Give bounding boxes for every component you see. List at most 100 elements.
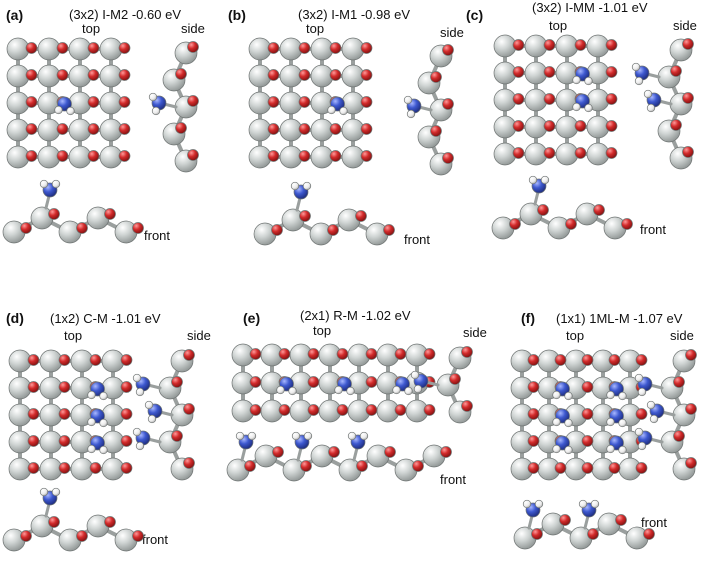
front-view-label: front <box>142 532 168 547</box>
oxygen-atom <box>527 435 540 447</box>
side-view <box>148 41 199 173</box>
metal-atom <box>310 37 334 61</box>
oxygen-atom <box>635 408 648 420</box>
oxygen-atom <box>120 462 133 474</box>
oxygen-atom <box>581 354 594 366</box>
oxygen-atom <box>682 146 694 158</box>
hydrogen-atom <box>87 444 96 454</box>
oxygen-atom <box>593 204 605 216</box>
hydrogen-atom <box>247 431 257 441</box>
oxygen-atom <box>605 147 618 159</box>
metal-atom <box>341 64 365 88</box>
oxygen-atom <box>635 354 648 366</box>
metal-atom <box>524 34 548 58</box>
metal-atom <box>37 64 61 88</box>
front-view <box>2 487 144 552</box>
hydrogen-atom <box>634 373 644 383</box>
top-view <box>493 34 618 166</box>
hydrogen-atom <box>39 487 49 497</box>
front-view-label: front <box>440 472 466 487</box>
panel-title: (1x1) 1ML-M -1.07 eV <box>556 311 683 326</box>
oxygen-atom <box>442 98 454 110</box>
oxygen-atom <box>20 530 32 542</box>
hydrogen-atom <box>276 385 285 395</box>
hydrogen-atom <box>606 390 615 400</box>
hydrogen-atom <box>522 499 532 509</box>
metal-atom <box>310 145 334 169</box>
oxygen-atom <box>329 150 342 162</box>
top-view-label: top <box>549 18 567 33</box>
oxygen-atom <box>449 373 461 385</box>
oxygen-atom <box>120 381 133 393</box>
oxygen-atom <box>175 122 187 134</box>
hydrogen-atom <box>618 391 627 401</box>
panel-title: (3x2) I-MM -1.01 eV <box>532 0 648 15</box>
metal-atom <box>99 145 123 169</box>
metal-atom <box>524 61 548 85</box>
side-view-label: side <box>670 328 694 343</box>
oxygen-atom <box>56 123 69 135</box>
hydrogen-atom <box>637 441 647 451</box>
hydrogen-atom <box>147 414 157 424</box>
oxygen-atom <box>118 96 131 108</box>
oxygen-atom <box>574 39 587 51</box>
metal-atom <box>279 37 303 61</box>
oxygen-atom <box>512 147 525 159</box>
oxygen-atom <box>643 528 655 540</box>
oxygen-atom <box>87 42 100 54</box>
oxygen-atom <box>512 39 525 51</box>
top-view-label: top <box>82 21 100 36</box>
front-view <box>253 181 395 246</box>
panel-title: (1x2) C-M -1.01 eV <box>50 311 161 326</box>
oxygen-atom <box>118 123 131 135</box>
hydrogen-atom <box>99 445 108 455</box>
hydrogen-atom <box>66 106 75 116</box>
oxygen-atom <box>574 147 587 159</box>
oxygen-atom <box>682 92 694 104</box>
oxygen-atom <box>527 381 540 393</box>
oxygen-atom <box>356 460 368 472</box>
hydrogen-atom <box>99 391 108 401</box>
oxygen-atom <box>423 404 436 416</box>
oxygen-atom <box>87 96 100 108</box>
panel-title: (3x2) I-M2 -0.60 eV <box>69 7 181 22</box>
oxygen-atom <box>605 93 618 105</box>
oxygen-atom <box>307 404 320 416</box>
hydrogen-atom <box>634 76 644 86</box>
oxygen-atom <box>183 349 195 361</box>
oxygen-atom <box>132 222 144 234</box>
oxygen-atom <box>171 376 183 388</box>
oxygen-atom <box>267 96 280 108</box>
hydrogen-atom <box>528 175 538 185</box>
metal-atom <box>8 403 32 427</box>
hydrogen-atom <box>590 499 600 509</box>
oxygen-atom <box>512 93 525 105</box>
panel-b: (b) (3x2) I-M1 -0.98 eV top side front <box>228 7 464 247</box>
oxygen-atom <box>104 208 116 220</box>
panel-f: (f) (1x1) 1ML-M -1.07 eV top side front <box>510 310 697 550</box>
oxygen-atom <box>56 150 69 162</box>
oxygen-atom <box>120 435 133 447</box>
metal-atom <box>248 64 272 88</box>
oxygen-atom <box>48 516 60 528</box>
oxygen-atom <box>300 460 312 472</box>
side-view <box>634 349 697 481</box>
oxygen-atom <box>76 222 88 234</box>
oxygen-atom <box>360 150 373 162</box>
metal-atom <box>493 34 517 58</box>
oxygen-atom <box>442 152 454 164</box>
oxygen-atom <box>605 66 618 78</box>
hydrogen-atom <box>346 386 355 396</box>
hydrogen-atom <box>339 106 348 116</box>
hydrogen-atom <box>646 103 656 113</box>
metal-atom <box>310 64 334 88</box>
oxygen-atom <box>543 93 556 105</box>
metal-atom <box>101 349 125 373</box>
oxygen-atom <box>554 462 567 474</box>
oxygen-atom <box>442 44 454 56</box>
oxygen-atom <box>299 210 311 222</box>
metal-atom <box>279 64 303 88</box>
metal-atom <box>68 64 92 88</box>
hydrogen-atom <box>540 175 550 185</box>
oxygen-atom <box>25 69 38 81</box>
